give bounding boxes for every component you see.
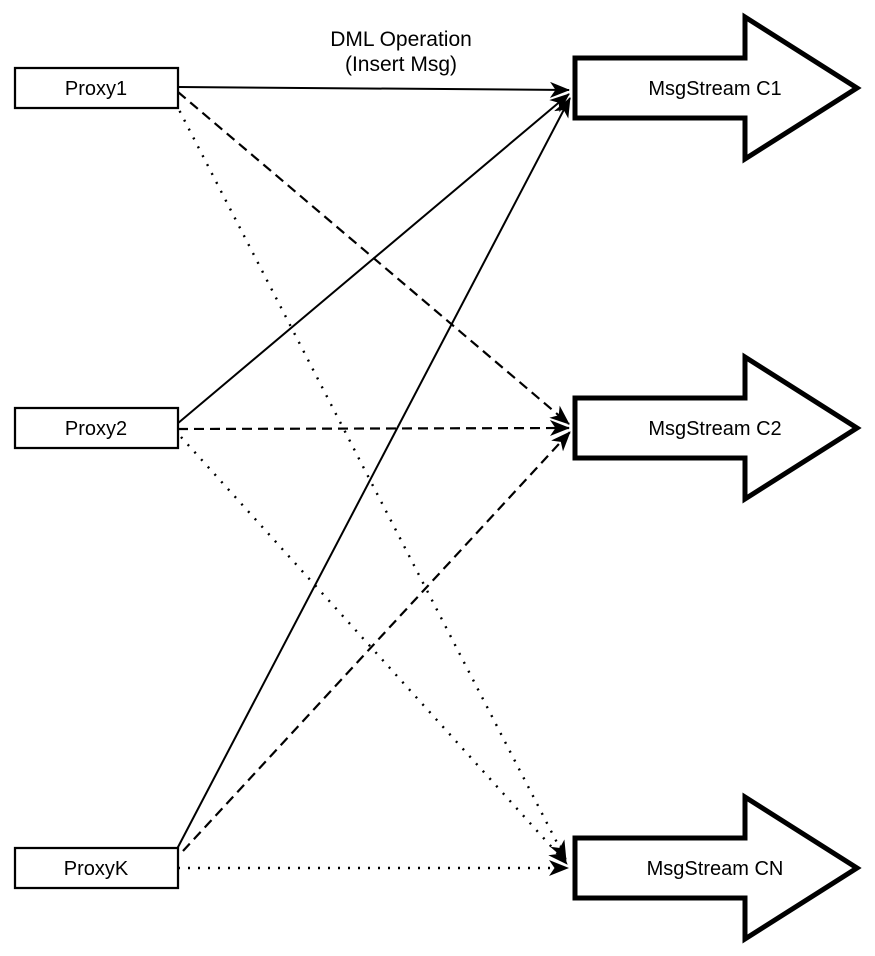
connection-proxy2-c2 bbox=[177, 420, 570, 437]
proxyk-rect bbox=[13, 846, 180, 890]
stream-arrow-cn: MsgStream CN bbox=[572, 792, 862, 944]
connection-proxy2-c1 bbox=[176, 93, 570, 425]
stream-arrow-c1-shape bbox=[572, 12, 862, 164]
proxyk-label: ProxyK bbox=[64, 858, 129, 880]
proxyk-box: ProxyK bbox=[13, 846, 180, 890]
title-line2: (Insert Msg) bbox=[345, 53, 457, 76]
stream-arrow-c1: MsgStream C1 bbox=[572, 12, 862, 164]
title-line1: DML Operation bbox=[330, 28, 472, 51]
stream-arrow-c2-shape bbox=[572, 352, 862, 504]
connection-proxy1-c1 bbox=[177, 81, 570, 98]
proxy2-label: Proxy2 bbox=[65, 418, 127, 440]
connection-proxy1-cn bbox=[173, 101, 568, 861]
proxy1-rect bbox=[13, 66, 180, 110]
title-label: DML Operation (Insert Msg) bbox=[330, 28, 472, 76]
proxy2-box: Proxy2 bbox=[13, 406, 180, 450]
stream-arrow-cn-label: MsgStream CN bbox=[647, 858, 784, 880]
proxy2-rect bbox=[13, 406, 180, 450]
proxy1-label: Proxy1 bbox=[65, 78, 127, 100]
stream-arrow-c1-label: MsgStream C1 bbox=[648, 78, 781, 100]
connection-proxyk-c1 bbox=[176, 97, 571, 850]
connection-proxy2-cn bbox=[180, 436, 568, 865]
stream-arrow-cn-shape bbox=[572, 792, 862, 944]
stream-arrow-c2-label: MsgStream C2 bbox=[648, 418, 781, 440]
proxy1-box: Proxy1 bbox=[13, 66, 180, 110]
stream-arrow-c2: MsgStream C2 bbox=[572, 352, 862, 504]
connection-lines bbox=[173, 81, 571, 876]
